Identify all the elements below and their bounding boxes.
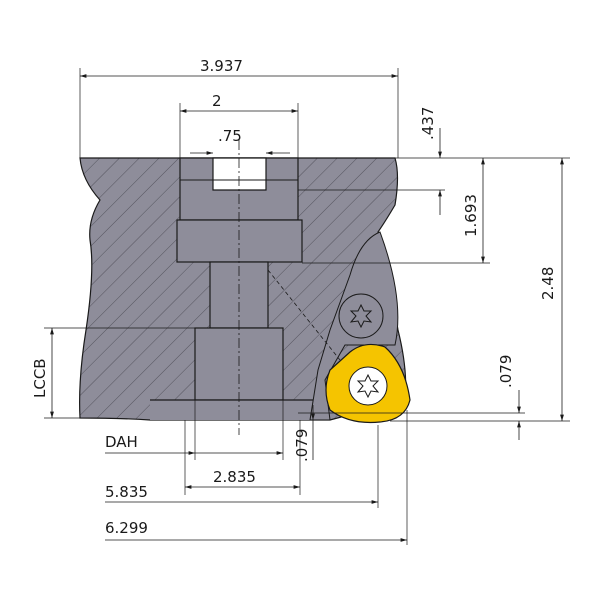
dim-flange-depth: 1.693 <box>462 194 480 237</box>
dim-cut-diameter: 5.835 <box>105 483 148 501</box>
torx-icon <box>349 303 373 329</box>
bore <box>150 157 330 420</box>
dim-max-diameter: 6.299 <box>105 519 148 537</box>
dim-lccb: LCCB <box>31 358 49 398</box>
dim-keyway-width: .75 <box>218 127 242 145</box>
clamp-screw <box>338 293 384 339</box>
dim-dah-value: 2.835 <box>213 468 256 486</box>
dim-insert-offset-bottom: .079 <box>293 429 311 462</box>
dim-dah-label: DAH <box>105 433 138 451</box>
insert-screw <box>348 366 388 406</box>
dim-insert-offset-right: .079 <box>497 355 515 388</box>
dim-height: 2.48 <box>539 267 557 300</box>
dim-bore-width: 2 <box>212 92 222 110</box>
torx-icon <box>356 373 380 399</box>
dim-keyway-depth: .437 <box>419 107 437 140</box>
keyway-slot <box>212 157 267 191</box>
dim-overall-diameter: 3.937 <box>200 57 243 75</box>
